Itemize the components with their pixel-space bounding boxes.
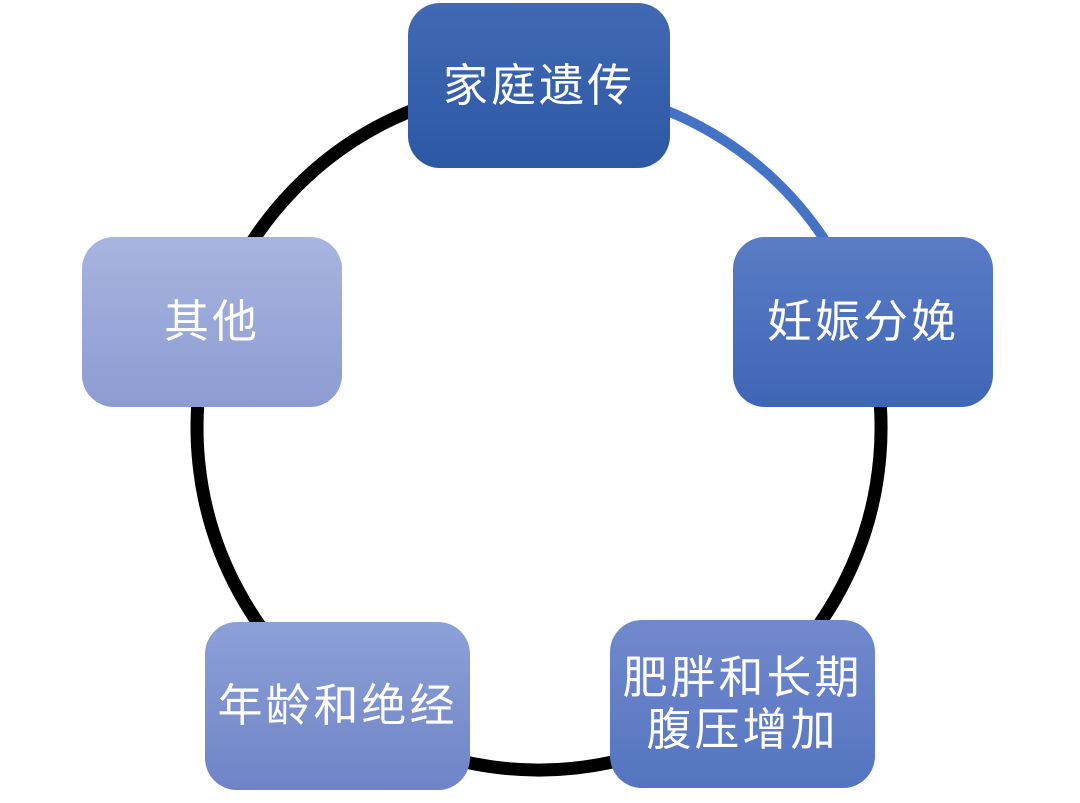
cycle-node-other: 其他 <box>82 237 342 407</box>
cycle-node-family-heredity: 家庭遗传 <box>408 3 670 168</box>
cycle-node-obesity-abdominal-pressure: 肥胖和长期 腹压增加 <box>610 620 875 788</box>
node-label: 妊娠分娩 <box>766 296 959 347</box>
node-label-line-2: 腹压增加 <box>646 704 839 755</box>
node-label-line-1: 肥胖和长期 <box>622 652 863 703</box>
cycle-node-pregnancy-delivery: 妊娠分娩 <box>733 237 993 407</box>
node-label: 家庭遗传 <box>442 59 635 111</box>
node-label: 其他 <box>163 296 260 347</box>
node-label: 年龄和绝经 <box>217 680 458 731</box>
cycle-node-age-menopause: 年龄和绝经 <box>205 622 470 790</box>
